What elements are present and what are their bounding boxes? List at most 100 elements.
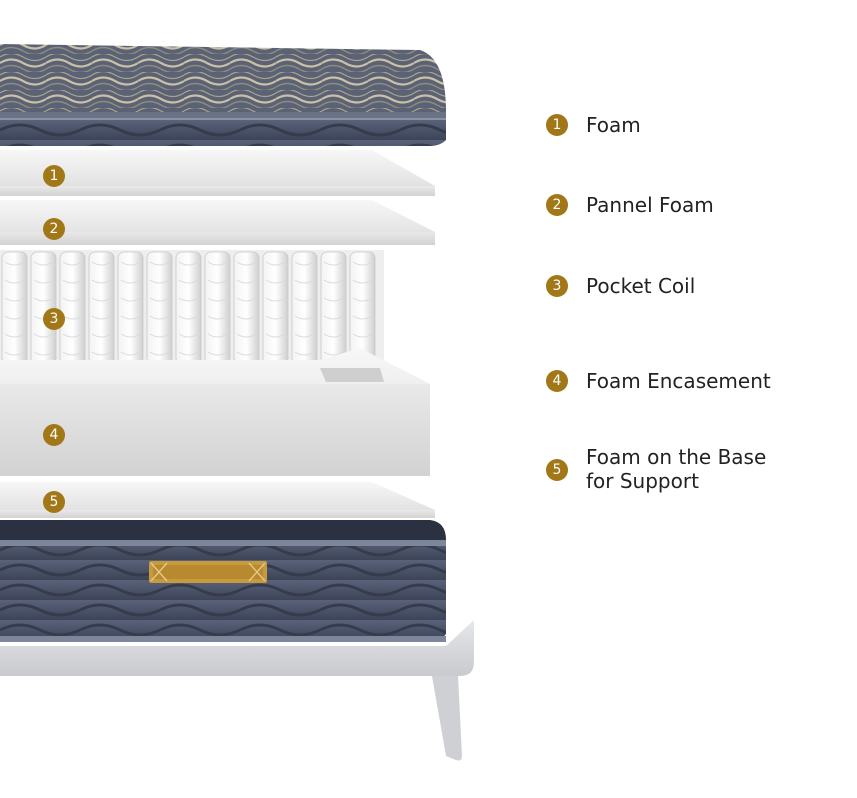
coil-stitch — [178, 297, 199, 302]
coil-stitch — [178, 333, 199, 338]
coil-stitch — [265, 351, 286, 356]
coil-stitch — [91, 297, 112, 302]
coil-stitch — [178, 315, 199, 320]
coil-stitch — [4, 333, 25, 338]
coil-stitch — [149, 333, 170, 338]
coil-stitch — [178, 261, 199, 266]
coil-stitch — [33, 297, 54, 302]
coil-stitch — [4, 261, 25, 266]
coil-stitch — [352, 261, 373, 266]
coil-stitch — [62, 297, 83, 302]
coil-stitch — [323, 351, 344, 356]
coil-stitch — [294, 279, 315, 284]
coil-column — [1, 251, 28, 365]
coil-stitch — [323, 315, 344, 320]
coil-column — [233, 251, 260, 365]
coil-stitch — [91, 333, 112, 338]
mattress-base-body — [0, 520, 446, 642]
coil-stitch — [323, 279, 344, 284]
coil-stitch — [91, 315, 112, 320]
coil-stitch — [207, 315, 228, 320]
legend-label-5: Foam on the Base for Support — [586, 445, 767, 493]
coil-stitch — [294, 351, 315, 356]
coil-stitch — [149, 297, 170, 302]
coil-stitch — [265, 279, 286, 284]
coil-stitch — [207, 279, 228, 284]
layer-badge-1: 1 — [43, 165, 65, 187]
legend-label-1: Foam — [586, 113, 641, 137]
coil-stitch — [352, 333, 373, 338]
coil-stitch — [178, 279, 199, 284]
coil-stitch — [91, 351, 112, 356]
bed-frame — [0, 620, 474, 761]
legend-label-3: Pocket Coil — [586, 274, 696, 298]
coil-stitch — [352, 315, 373, 320]
coil-stitch — [33, 351, 54, 356]
layer-badge-5: 5 — [43, 491, 65, 513]
coil-stitch — [120, 261, 141, 266]
coil-stitch — [236, 351, 257, 356]
coil-stitch — [207, 333, 228, 338]
coil-stitch — [236, 315, 257, 320]
coil-stitch — [265, 297, 286, 302]
coil-stitch — [265, 261, 286, 266]
coil-stitch — [294, 261, 315, 266]
coil-column — [262, 251, 289, 365]
coil-column — [175, 251, 202, 365]
coil-stitch — [236, 279, 257, 284]
coil-stitch — [207, 297, 228, 302]
coil-stitch — [265, 315, 286, 320]
coil-stitch — [294, 333, 315, 338]
coil-stitch — [207, 261, 228, 266]
coil-stitch — [62, 333, 83, 338]
mattress-handle — [149, 561, 267, 583]
coil-column — [291, 251, 318, 365]
coil-stitch — [265, 333, 286, 338]
coil-stitch — [149, 351, 170, 356]
coil-stitch — [62, 261, 83, 266]
legend-badge-4: 4 — [546, 370, 568, 392]
coil-stitch — [149, 279, 170, 284]
coil-stitch — [352, 279, 373, 284]
coil-stitch — [323, 333, 344, 338]
coil-stitch — [33, 333, 54, 338]
coil-stitch — [62, 279, 83, 284]
coil-column — [88, 251, 115, 365]
coil-column — [117, 251, 144, 365]
legend-badge-2: 2 — [546, 194, 568, 216]
foam-base-layer — [0, 482, 435, 518]
coil-column — [320, 251, 347, 365]
coil-stitch — [236, 297, 257, 302]
coil-stitch — [4, 351, 25, 356]
coil-stitch — [4, 315, 25, 320]
coil-stitch — [91, 279, 112, 284]
coil-stitch — [323, 261, 344, 266]
coil-stitch — [120, 297, 141, 302]
coil-stitch — [4, 297, 25, 302]
coil-stitch — [236, 261, 257, 266]
coil-column — [146, 251, 173, 365]
coil-column — [204, 251, 231, 365]
coil-stitch — [120, 333, 141, 338]
layer-badge-2: 2 — [43, 218, 65, 240]
coil-stitch — [352, 297, 373, 302]
coil-stitch — [236, 333, 257, 338]
coil-column — [349, 251, 376, 365]
legend-badge-3: 3 — [546, 275, 568, 297]
legend-badge-1: 1 — [546, 114, 568, 136]
coil-stitch — [120, 315, 141, 320]
top-cover-layer — [0, 44, 446, 146]
coil-column — [59, 251, 86, 365]
coil-stitch — [91, 261, 112, 266]
legend-label-2: Pannel Foam — [586, 193, 714, 217]
foam-encasement-layer — [0, 348, 430, 476]
coil-stitch — [33, 279, 54, 284]
foam-layer-2 — [0, 200, 435, 245]
legend-badge-5: 5 — [546, 459, 568, 481]
coil-stitch — [207, 351, 228, 356]
coil-stitch — [294, 297, 315, 302]
coil-stitch — [323, 297, 344, 302]
coil-stitch — [120, 279, 141, 284]
coil-stitch — [149, 261, 170, 266]
